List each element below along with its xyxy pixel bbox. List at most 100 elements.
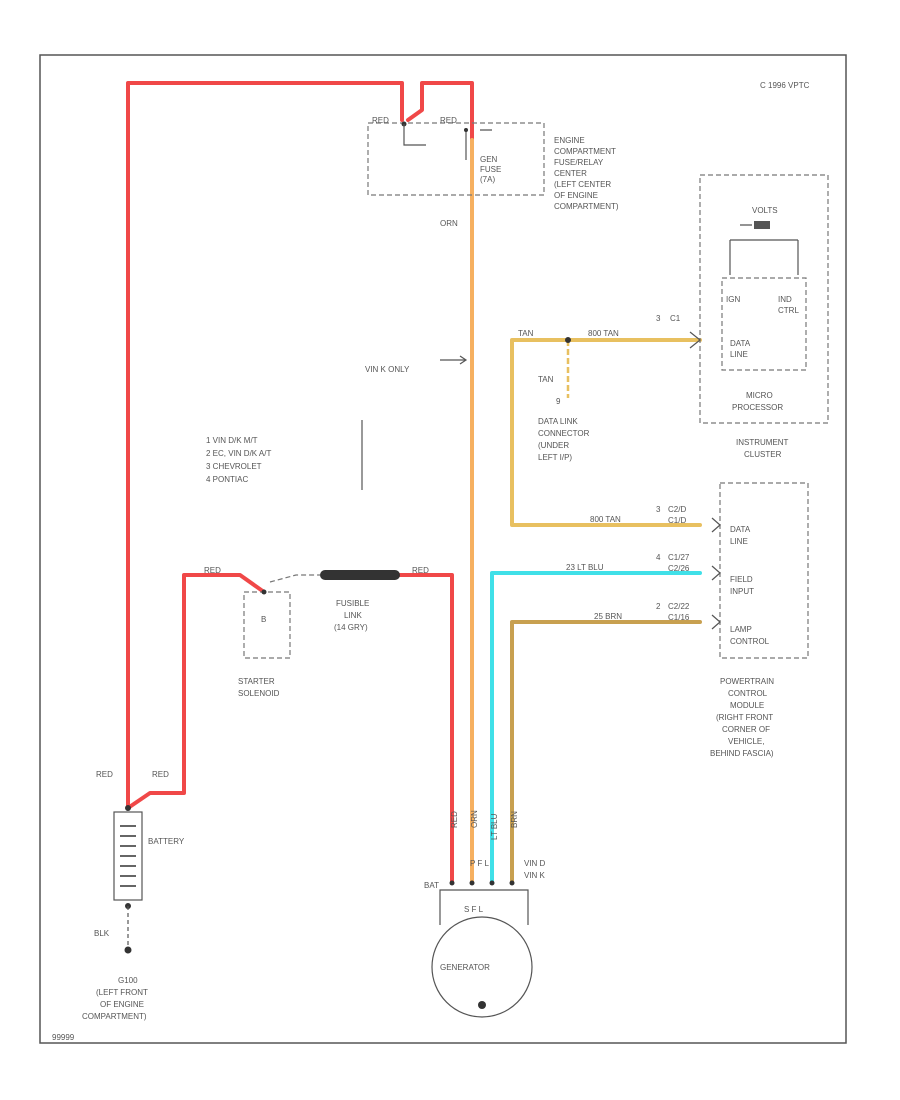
generator: RED ORN LT BLU BRN P F L VIN D VIN K BAT… [424, 810, 546, 1018]
pcm-field-label: FIELD [730, 575, 753, 584]
fuse-caption-line: ENGINE [554, 136, 585, 145]
starter-outline [243, 591, 291, 659]
vin-note-arrow [440, 355, 468, 365]
pcm-caption: (RIGHT FRONT [716, 713, 773, 722]
pcm-caption: VEHICLE, [728, 737, 764, 746]
data-link-drop-label: TAN [538, 375, 554, 384]
volts-gauge-icon [754, 221, 770, 229]
ground-caption: COMPARTMENT) [82, 1012, 147, 1021]
figure-id: 99999 [52, 1033, 75, 1042]
pcm-caption: MODULE [730, 701, 764, 710]
data-link-caption: (UNDER [538, 441, 569, 450]
battery-positive-node [125, 805, 131, 811]
pcm-field-wire-label: 23 LT BLU [566, 563, 604, 572]
gen-pins-label: S F L [464, 905, 484, 914]
pcm-conn2-name: C1/27 [668, 553, 690, 562]
fuse-internal-lines [403, 124, 492, 160]
diagram-frame [39, 54, 847, 1044]
pcm-caption: CORNER OF [722, 725, 770, 734]
pcm-data-wire-label: 800 TAN [590, 515, 621, 524]
starter-terminal: B [261, 615, 266, 624]
cluster-connector-mark [689, 331, 701, 349]
fusible-link-generator-wire [398, 573, 454, 885]
pcm-conn2-num: 4 [656, 553, 661, 562]
fuse-right-wire-label: RED [440, 116, 457, 125]
data-link-connector: TAN 800 TAN TAN 9 DATA LINK CONNECTOR (U… [518, 329, 619, 462]
data-link-caption: LEFT I/P) [538, 453, 572, 462]
micro-processor-box [721, 277, 807, 371]
battery: RED RED BATTERY BLK G100 (LEFT FRONT OF … [82, 770, 185, 1021]
fuse-block-outline [367, 122, 545, 196]
cluster-caption: CLUSTER [744, 450, 782, 459]
gen-vin-k: VIN K [524, 871, 546, 880]
data-link-caption: CONNECTOR [538, 429, 590, 438]
orn-wire-label: ORN [440, 219, 458, 228]
pcm-control-label: CONTROL [730, 637, 770, 646]
battery-wire-label-left: RED [96, 770, 113, 779]
legend-item: 1 VIN D/K M/T [206, 436, 258, 445]
fuse-caption-line: COMPARTMENT) [554, 202, 619, 211]
instrument-cluster: VOLTS IGN IND CTRL DATA LINE MICRO PROCE… [656, 174, 829, 459]
fuse-caption-line: COMPARTMENT [554, 147, 616, 156]
generator-ground [478, 1001, 486, 1009]
gen-vin-d: VIN D [524, 859, 546, 868]
battery-wire-label-right: RED [152, 770, 169, 779]
gen-terminal-bracket [439, 889, 529, 925]
fusible-caption: (14 GRY) [334, 623, 368, 632]
legend: 1 VIN D/K M/T 2 EC, VIN D/K A/T 3 CHEVRO… [206, 420, 363, 490]
cluster-outline [699, 174, 829, 424]
battery-case [113, 811, 143, 901]
fusible-link: RED FUSIBLE LINK (14 GRY) [269, 566, 429, 632]
gen-wire-label: LT BLU [490, 813, 499, 840]
tan-wire-label: TAN [518, 329, 534, 338]
gen-terminal-nodes [449, 880, 515, 886]
volts-label: VOLTS [752, 206, 778, 215]
pcm-connector-marks [711, 517, 721, 630]
fusible-wire-label: RED [412, 566, 429, 575]
micro-label: MICRO [746, 391, 773, 400]
fuse-label-fuse: FUSE [480, 165, 501, 174]
cluster-line-label: LINE [730, 350, 748, 359]
tan-wire-label-right: 800 TAN [588, 329, 619, 338]
legend-item: 4 PONTIAC [206, 475, 248, 484]
cluster-conn-name: C1 [670, 314, 681, 323]
fuse-label-amps: (7A) [480, 175, 495, 184]
pcm-conn2-name2: C2/26 [668, 564, 690, 573]
pcm-data-label: DATA [730, 525, 751, 534]
pcm-caption: BEHIND FASCIA) [710, 749, 774, 758]
brn-wire [510, 620, 702, 885]
pcm-outline [719, 482, 809, 659]
ind-ctrl-label: CTRL [778, 306, 799, 315]
data-link-splice [565, 337, 571, 343]
battery-starter-wire [126, 573, 266, 810]
cluster-conn-num: 3 [656, 314, 661, 323]
cluster-data-label: DATA [730, 339, 751, 348]
pcm-caption: POWERTRAIN [720, 677, 774, 686]
pcm-conn1-name2: C1/D [668, 516, 686, 525]
data-link-caption: DATA LINK [538, 417, 578, 426]
gen-wire-label: ORN [470, 810, 479, 828]
gen-wire-label: RED [450, 811, 459, 828]
gen-wire-label: BRN [510, 811, 519, 828]
ground-point [124, 946, 132, 954]
battery-label: BATTERY [148, 837, 185, 846]
ground-caption: (LEFT FRONT [96, 988, 148, 997]
red-wires [126, 81, 474, 885]
pcm-conn3-name2: C1/16 [668, 613, 690, 622]
pcm-input-label: INPUT [730, 587, 754, 596]
battery-feed-wire [126, 81, 404, 810]
fuse-caption-line: (LEFT CENTER [554, 180, 611, 189]
starter-terminal-node [261, 589, 267, 595]
fuse-label-gen: GEN [480, 155, 498, 164]
vin-note: VIN K ONLY [365, 365, 410, 374]
pcm-conn3-name: C2/22 [668, 602, 690, 611]
ground-caption: OF ENGINE [100, 1000, 144, 1009]
fuse-left-wire-label: RED [372, 116, 389, 125]
ground-wire-label: BLK [94, 929, 110, 938]
fusible-caption: LINK [344, 611, 362, 620]
ign-label: IGN [726, 295, 740, 304]
generator-label: GENERATOR [440, 963, 490, 972]
battery-cells [120, 825, 136, 887]
cluster-caption: INSTRUMENT [736, 438, 789, 447]
